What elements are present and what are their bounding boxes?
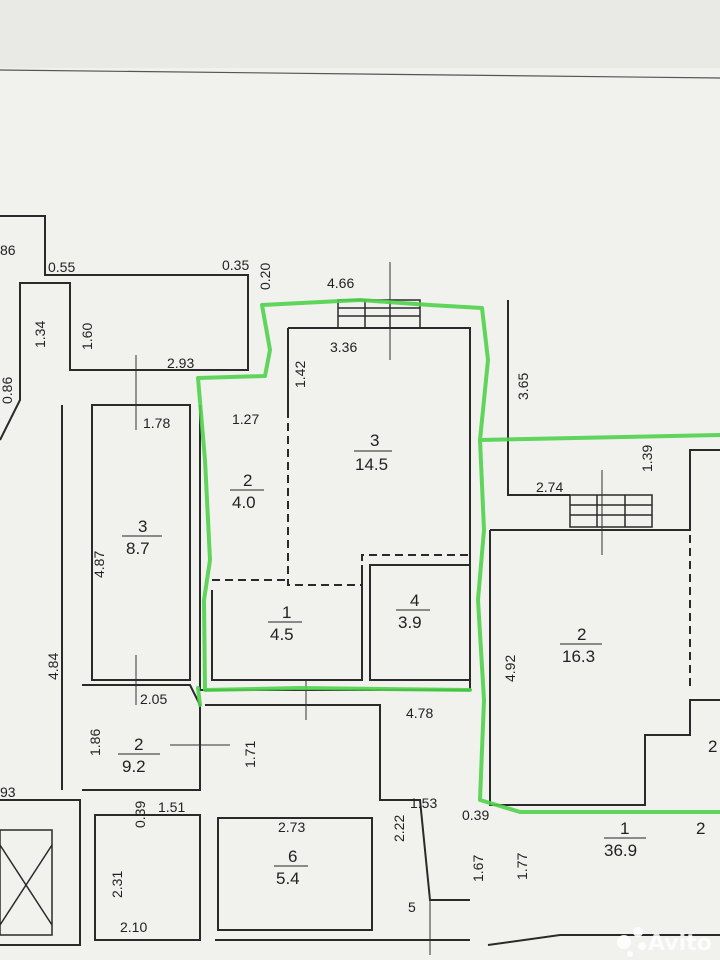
dim-160: 1.60 [79,323,95,350]
dim-231: 2.31 [109,871,125,898]
dim-186: 1.86 [87,729,103,756]
room-1-bottom-area: 36.9 [604,841,637,860]
dim-293: 2.93 [167,355,194,371]
room-3-left-area: 8.7 [126,539,150,558]
wall-room4 [369,564,471,681]
dim-492: 4.92 [502,655,518,682]
dim-466: 4.66 [327,275,354,291]
wall-shaft [0,799,81,946]
room-6-bottom-area: 5.4 [276,869,300,888]
dim-151: 1.51 [158,799,185,815]
watermark-text: Avito [648,931,712,956]
room-2-left-number: 2 [134,735,143,754]
sheet-border [0,69,720,79]
room-3-left-number: 3 [138,517,147,536]
wall-room6 [217,817,373,931]
dim-178: 1.78 [143,415,170,431]
room-2-center-area: 4.0 [232,493,256,512]
room-6-bottom-number: 6 [288,847,297,866]
wall-bottom-right [487,934,720,946]
dim-484: 4.84 [45,653,61,680]
dim-336: 3.36 [330,339,357,355]
dim-478: 4.78 [406,705,433,721]
dim-039a: 0.39 [132,801,148,828]
wall-bottom-left [94,814,201,941]
dim-020: 0.20 [257,263,273,290]
room-1-center-number: 1 [282,603,291,622]
room-1-bottom-number: 1 [620,819,629,838]
room-partial-edge-number: 2 [696,819,705,838]
dim-167: 1.67 [470,855,486,882]
room-partial-right-number: 2 [708,737,717,756]
dim-134: 1.34 [32,321,48,348]
dimension-labels: 86 0.55 0.35 0.20 4.66 1.34 1.60 3.36 1.… [0,242,655,935]
avito-logo-icon [617,927,646,957]
room-2-center-number: 2 [243,471,252,490]
dim-039b: 0.39 [462,807,489,823]
dim-5: 5 [408,899,416,915]
stairs-right [569,494,653,528]
dim-153: 1.53 [410,795,437,811]
dim-171: 1.71 [242,741,258,768]
dim-210: 2.10 [120,919,147,935]
dim-127: 1.27 [232,411,259,427]
room-4-center-area: 3.9 [398,613,422,632]
wall-right-upper [507,300,570,496]
dim-487: 4.87 [91,551,107,578]
dim-055: 0.55 [48,259,75,275]
wall-right-room [490,449,720,531]
dim-93: 93 [0,784,16,800]
wall-bottom-center [205,704,470,901]
room-2-left-area: 9.2 [122,757,146,776]
paper-sheet [0,68,720,960]
dim-142: 1.42 [292,361,308,388]
dim-273: 2.73 [278,819,305,835]
wall-room3-left [91,404,191,681]
elevator-shaft [0,829,53,936]
room-1-center-area: 4.5 [270,625,294,644]
room-2-right-number: 2 [577,625,586,644]
avito-watermark: Avito [617,927,712,957]
room-4-center-number: 4 [410,591,419,610]
dim-086: 0.86 [0,377,15,404]
room-3-center-area: 14.5 [355,455,388,474]
wall-room1-center [211,565,363,681]
wall-upper-left [0,215,249,371]
dim-035: 0.35 [222,257,249,273]
dim-139: 1.39 [639,445,655,472]
highlight-outline [196,298,720,814]
dim-274: 2.74 [536,479,563,495]
dim-365: 3.65 [515,373,531,400]
wall-left-block [0,300,21,441]
room-2-right-area: 16.3 [562,647,595,666]
dim-177: 1.77 [514,853,530,880]
dim-205: 2.05 [140,691,167,707]
room-labels: 3 14.5 2 4.0 1 4.5 4 3.9 2 16.3 3 8.7 2 … [118,431,717,888]
room-3-center-number: 3 [370,431,379,450]
dim-86: 86 [0,242,16,258]
dimension-ticks [135,262,603,955]
dim-222: 2.22 [391,815,407,842]
